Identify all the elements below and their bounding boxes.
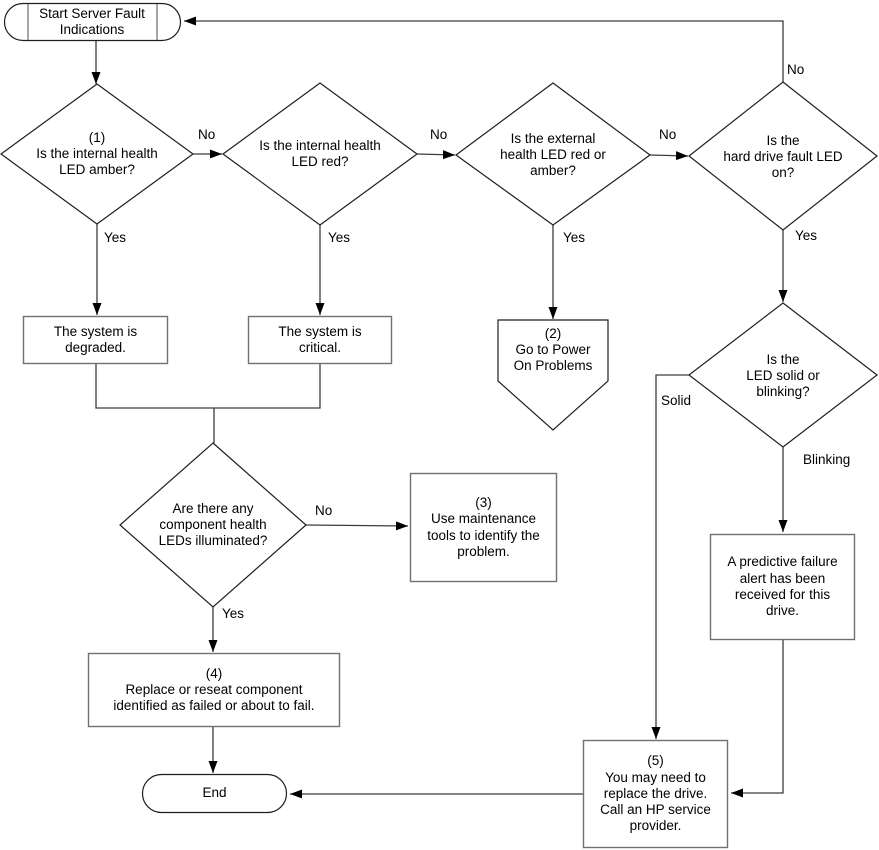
edge-d2-no-d3 [416,150,456,160]
edge-label-no-2: No [430,127,448,142]
decision-hard-drive-shape [688,81,878,231]
decision-component-leds-shape [119,442,307,608]
edge-d6-no-maintenance [305,521,409,531]
edge-label-yes-3: Yes [563,230,586,245]
edge-label-no-3: No [659,127,677,142]
edge-predictive-to-drive [731,640,784,798]
edge-label-yes-1: Yes [104,230,127,245]
box-replace-component-label: (4) Replace or reseat component identifi… [113,665,315,714]
box-maintenance-label: (3) Use maintenance tools to identify th… [427,494,540,559]
edge-label-no-5: No [315,503,333,518]
offpage-power-on-shape [497,319,609,431]
edge-label-no-1: No [198,127,216,142]
edge-merge-horizontal [95,364,321,409]
edge-label-yes-2: Yes [328,230,351,245]
box-critical-label: The system is critical. [278,323,362,355]
box-maintenance-shape [409,472,558,583]
end-node-label: End [202,785,227,801]
decision-external-health-label: Is the external health LED red or amber? [500,130,606,179]
edges [91,16,788,799]
start-node-label: Start Server Fault Indications [39,5,145,37]
box-degraded-label: The system is degraded. [53,323,138,355]
edge-label-yes-5: Yes [222,606,245,621]
box-replace-drive-shape [582,739,729,849]
start-terminator-shape [3,2,182,42]
decision-internal-red-shape [221,82,419,226]
box-predictive-label: A predictive failure alert has been rece… [727,554,838,619]
decision-external-health-shape [454,82,652,226]
edge-label-no-4: No [787,62,805,77]
edge-label-yes-4: Yes [795,228,818,243]
decision-internal-red-label: Is the internal health LED red? [259,137,381,169]
decision-internal-amber-shape [0,83,195,225]
decision-component-leds-label: Are there any component health LEDs illu… [158,500,268,549]
box-critical-shape [247,315,393,365]
edge-d3-no-d4 [649,151,689,161]
edge-d5-solid-drive [651,374,689,739]
end-terminator-shape [141,773,288,814]
offpage-power-on-label: (2) Go to Power On Problems [513,325,593,374]
decision-hard-drive-label: Is the hard drive fault LED on? [723,132,843,181]
box-predictive-shape [709,533,856,641]
box-replace-component-shape [87,652,341,728]
box-replace-drive-label: (5) You may need to replace the drive. C… [600,753,711,834]
edge-label-solid: Solid [661,393,692,408]
edge-d4-no-start [184,16,784,82]
decision-solid-blinking-shape [688,302,878,448]
decision-solid-blinking-label: Is the LED solid or blinking? [746,351,820,400]
edge-label-blinking: Blinking [803,452,851,467]
decision-internal-amber-label: (1) Is the internal health LED amber? [36,129,158,178]
box-degraded-shape [22,315,169,365]
